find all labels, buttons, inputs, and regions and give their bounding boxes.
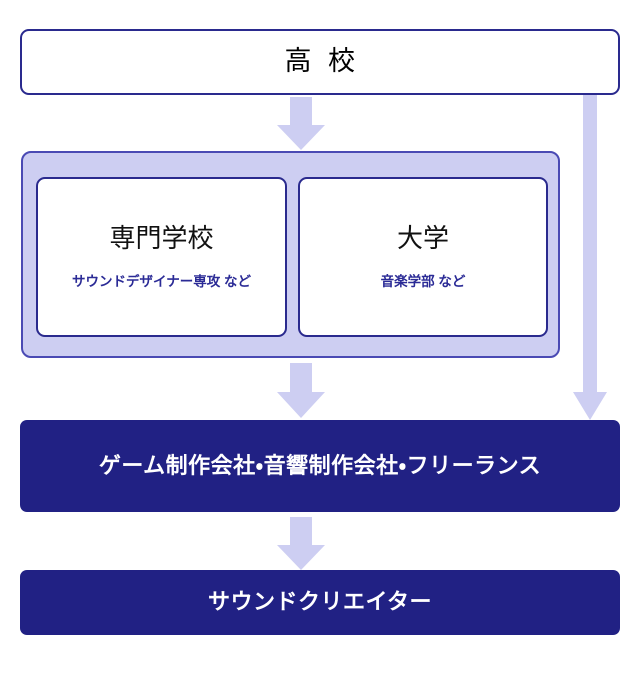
arrow-high-school-to-employers-bypass (573, 95, 607, 420)
node-university-subtitle: 音楽学部 など (380, 273, 466, 289)
node-goal-label: サウンドクリエイター (207, 589, 433, 615)
node-employers-label: ゲーム制作会社・音響制作会社・フリーランス (98, 452, 542, 478)
node-vocational-school-subtitle: サウンドデザイナー専攻 など (72, 273, 251, 289)
node-university-title: 大学 (396, 222, 449, 253)
node-high-school: 高 校 (20, 29, 620, 95)
node-vocational-school: 専門学校 サウンドデザイナー専攻 など (36, 177, 287, 337)
node-goal: サウンドクリエイター (20, 570, 620, 635)
arrow-employers-to-goal (277, 517, 325, 570)
node-university: 大学 音楽学部 など (298, 177, 548, 337)
node-vocational-school-title: 専門学校 (109, 222, 214, 253)
node-employers: ゲーム制作会社・音響制作会社・フリーランス (20, 420, 620, 512)
node-high-school-label: 高 校 (284, 46, 356, 77)
arrow-education-to-employers (277, 363, 325, 418)
education-options-group: 専門学校 サウンドデザイナー専攻 など 大学 音楽学部 など (21, 151, 560, 358)
arrow-high-school-to-education (277, 97, 325, 150)
